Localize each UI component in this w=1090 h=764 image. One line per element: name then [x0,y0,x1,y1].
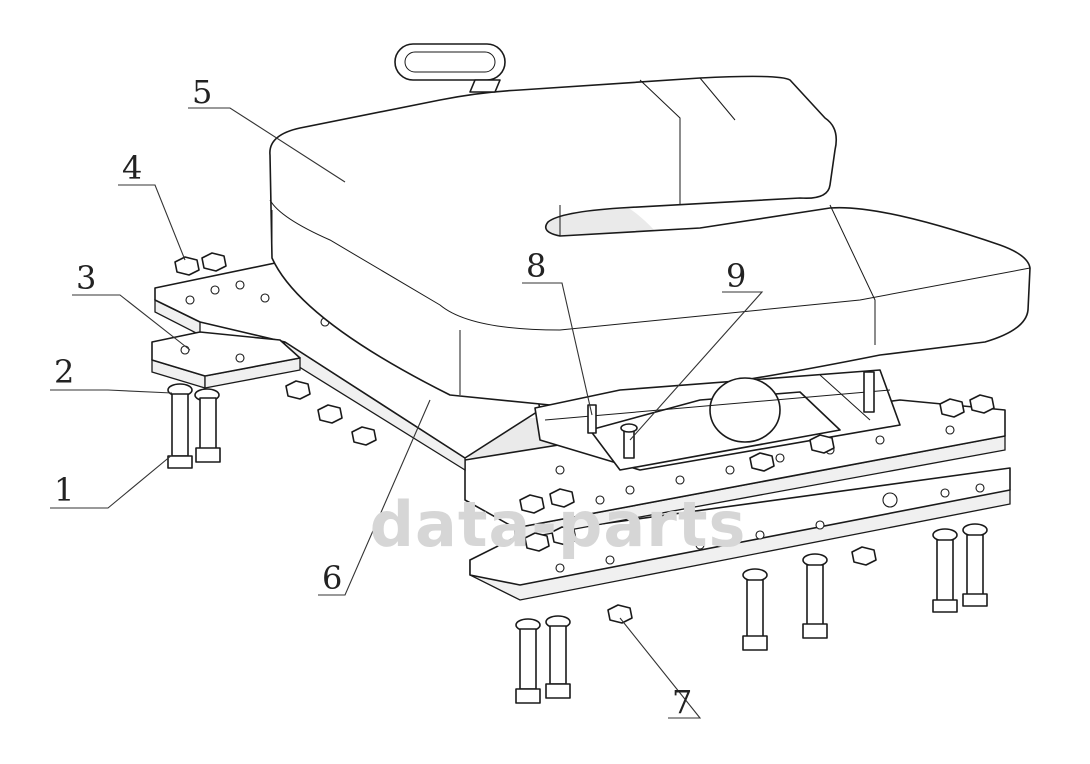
callout-2: 2 [54,353,75,391]
callout-leaders [50,107,764,719]
callout-7: 7 [672,683,693,721]
callout-3: 3 [76,259,97,297]
callout-8: 8 [526,247,547,285]
callout-4: 4 [122,149,143,187]
callout-6: 6 [322,559,343,597]
seat-handle [394,43,506,93]
seat-cushion [269,75,1031,406]
hardware-set [167,252,995,704]
callout-9: 9 [726,257,747,295]
callout-1: 1 [54,471,75,509]
watermark-text: data-parts [369,488,747,561]
callout-5: 5 [192,73,213,111]
adapter-plate [151,331,301,389]
hex-nut-icon [174,252,227,276]
